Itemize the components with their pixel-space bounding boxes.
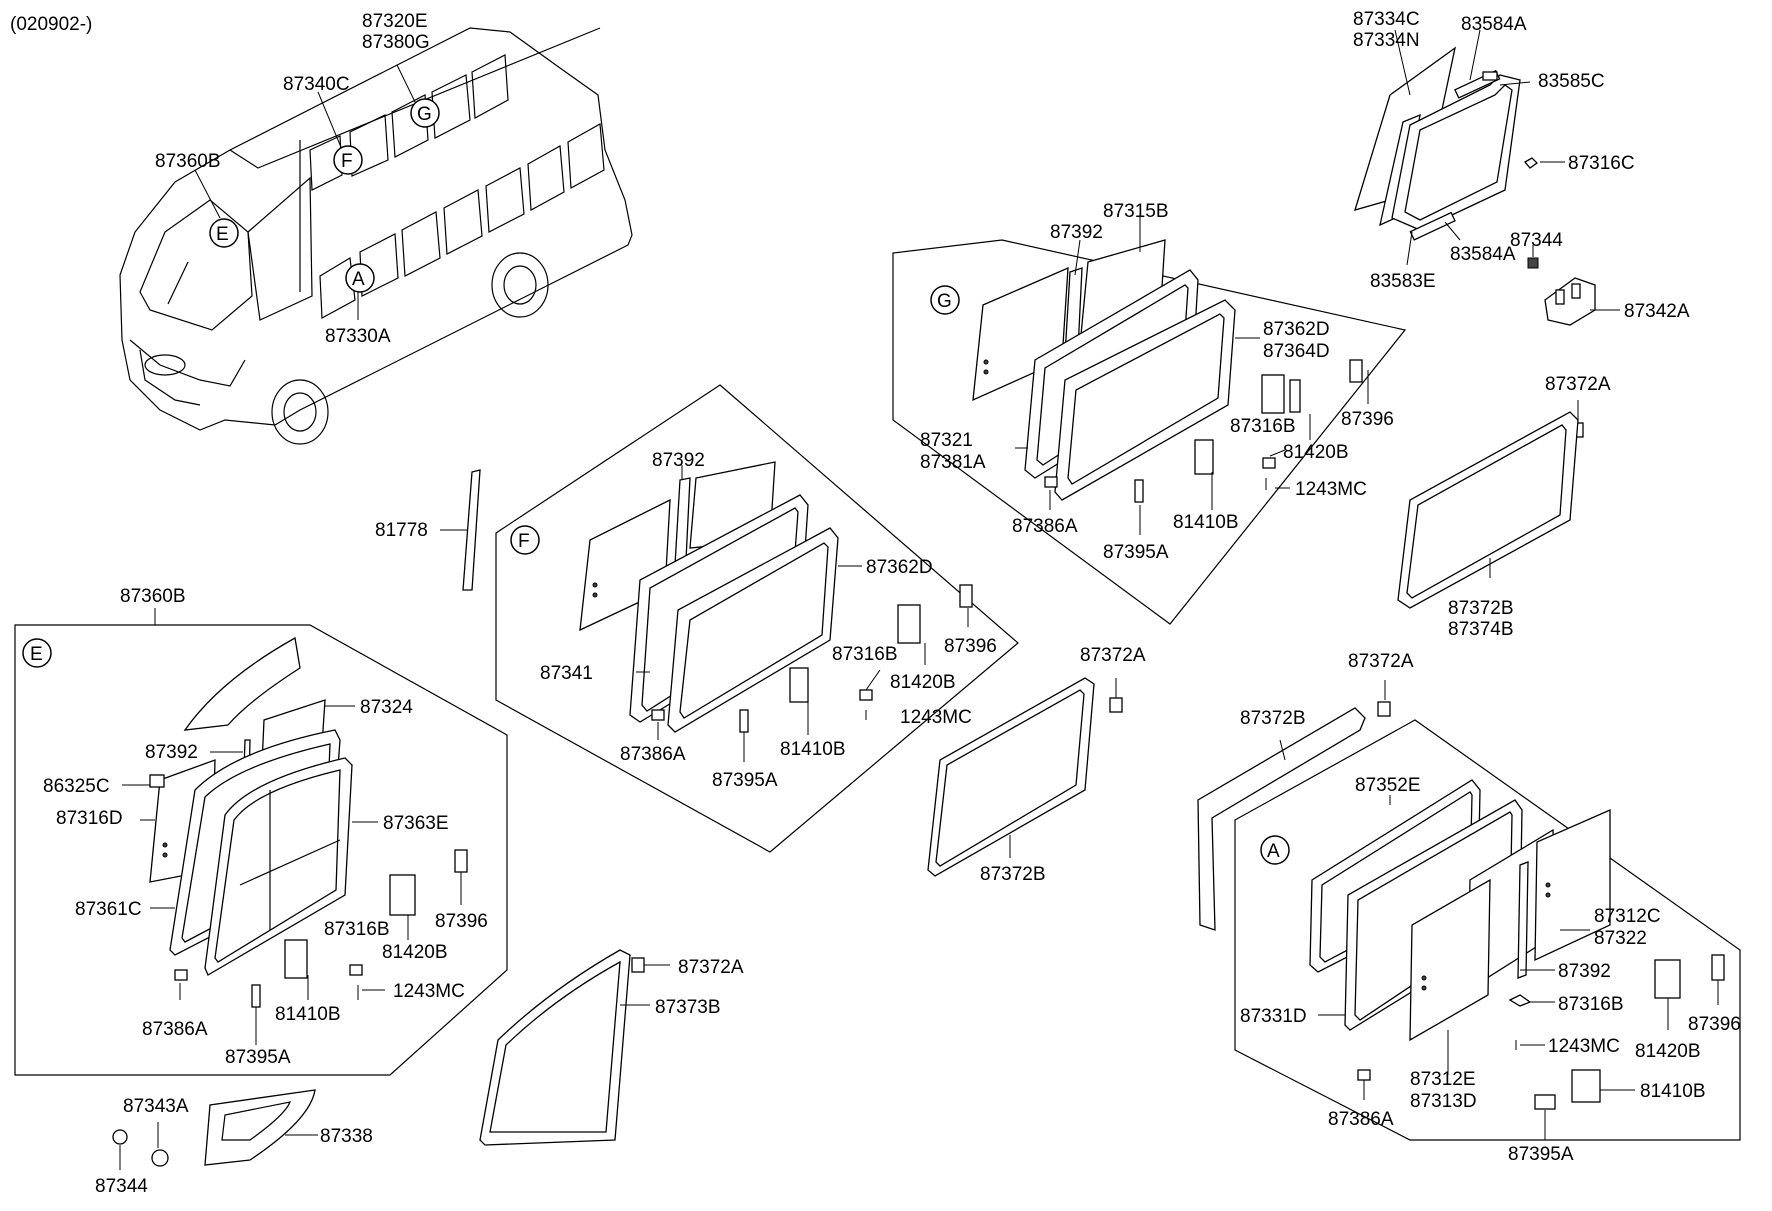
label-87322: 87322 bbox=[1594, 928, 1647, 949]
label-83584A-top: 83584A bbox=[1461, 14, 1527, 35]
label-87386A-e: 87386A bbox=[142, 1019, 208, 1040]
label-87316D: 87316D bbox=[56, 808, 123, 829]
label-87392-f: 87392 bbox=[652, 450, 705, 471]
label-87321: 87321 bbox=[920, 430, 973, 451]
label-87343A: 87343A bbox=[123, 1096, 189, 1117]
group-e-callout: E bbox=[30, 644, 43, 665]
van-callout-f: F bbox=[341, 151, 353, 172]
label-87396-e: 87396 bbox=[435, 911, 488, 932]
label-87334C: 87334C bbox=[1353, 9, 1420, 30]
label-87352E: 87352E bbox=[1355, 775, 1421, 796]
label-87312C: 87312C bbox=[1594, 906, 1661, 927]
label-87330A: 87330A bbox=[325, 326, 391, 347]
label-87344-top: 87344 bbox=[1510, 230, 1563, 251]
group-g bbox=[892, 213, 1407, 625]
label-87386A-a: 87386A bbox=[1328, 1109, 1394, 1130]
label-87340C: 87340C bbox=[283, 74, 350, 95]
label-87395A-a: 87395A bbox=[1508, 1144, 1574, 1165]
label-87342A: 87342A bbox=[1624, 301, 1690, 322]
label-1243MC-f: 1243MC bbox=[900, 707, 972, 728]
label-87392-e: 87392 bbox=[145, 742, 198, 763]
label-87381A: 87381A bbox=[920, 452, 986, 473]
label-87372B-right: 87372B bbox=[1448, 598, 1514, 619]
label-81420B-f: 81420B bbox=[890, 672, 956, 693]
label-87362D-g: 87362D bbox=[1263, 319, 1330, 340]
group-a-callout: A bbox=[1267, 841, 1280, 862]
label-1243MC-g: 1243MC bbox=[1295, 479, 1367, 500]
label-81410B-e: 81410B bbox=[275, 1004, 341, 1025]
van-callout-g: G bbox=[417, 104, 432, 125]
label-81420B-a: 81420B bbox=[1635, 1041, 1701, 1062]
label-87392-a: 87392 bbox=[1558, 961, 1611, 982]
label-86325C: 86325C bbox=[43, 776, 110, 797]
label-87372A-right: 87372A bbox=[1545, 374, 1611, 395]
label-87362D-f: 87362D bbox=[866, 557, 933, 578]
label-87386A-g: 87386A bbox=[1012, 516, 1078, 537]
label-87395A-e: 87395A bbox=[225, 1047, 291, 1068]
label-87386A-f: 87386A bbox=[620, 744, 686, 765]
label-83584A-bottom: 83584A bbox=[1450, 244, 1516, 265]
label-87320E: 87320E bbox=[362, 11, 428, 32]
label-81778: 81778 bbox=[375, 520, 428, 541]
label-87364D: 87364D bbox=[1263, 341, 1330, 362]
van-callout-e: E bbox=[216, 224, 229, 245]
label-87372B-mid: 87372B bbox=[980, 864, 1046, 885]
label-1243MC-e: 1243MC bbox=[393, 981, 465, 1002]
label-87392-g: 87392 bbox=[1050, 222, 1103, 243]
label-81410B-a: 81410B bbox=[1640, 1081, 1706, 1102]
label-87334N: 87334N bbox=[1353, 30, 1420, 51]
label-87372B-a: 87372B bbox=[1240, 708, 1306, 729]
label-1243MC-a: 1243MC bbox=[1548, 1036, 1620, 1057]
label-87372A-a: 87372A bbox=[1348, 651, 1414, 672]
label-87374B: 87374B bbox=[1448, 619, 1514, 640]
label-87361C: 87361C bbox=[75, 899, 142, 920]
label-87363E: 87363E bbox=[383, 813, 449, 834]
label-87372A-lower: 87372A bbox=[678, 957, 744, 978]
label-87341: 87341 bbox=[540, 663, 593, 684]
label-87395A-g: 87395A bbox=[1103, 542, 1169, 563]
top-right-parts bbox=[1354, 29, 1620, 609]
date-code: (020902-) bbox=[10, 14, 92, 35]
label-87316B-e: 87316B bbox=[324, 919, 390, 940]
group-a bbox=[1197, 680, 1741, 1141]
label-87316B-g: 87316B bbox=[1230, 416, 1296, 437]
label-81410B-f: 81410B bbox=[780, 739, 846, 760]
label-87360B: 87360B bbox=[155, 151, 221, 172]
label-83583E: 83583E bbox=[1370, 271, 1436, 292]
label-83585C: 83585C bbox=[1538, 71, 1605, 92]
label-87313D: 87313D bbox=[1410, 1091, 1477, 1112]
label-87344-bottom: 87344 bbox=[95, 1176, 148, 1197]
label-87395A-f: 87395A bbox=[712, 770, 778, 791]
group-e bbox=[14, 608, 508, 1076]
label-87396-g: 87396 bbox=[1341, 409, 1394, 430]
label-87373B: 87373B bbox=[655, 997, 721, 1018]
label-87316B-a: 87316B bbox=[1558, 994, 1624, 1015]
van-callout-a: A bbox=[352, 269, 365, 290]
label-87372A-mid: 87372A bbox=[1080, 645, 1146, 666]
label-87396-f: 87396 bbox=[944, 636, 997, 657]
label-87316C: 87316C bbox=[1568, 153, 1635, 174]
label-81420B-g: 81420B bbox=[1283, 442, 1349, 463]
label-87331D: 87331D bbox=[1240, 1006, 1307, 1027]
label-87360B-e: 87360B bbox=[120, 586, 186, 607]
group-f-callout: F bbox=[518, 531, 530, 552]
group-g-callout: G bbox=[937, 291, 952, 312]
label-87396-a: 87396 bbox=[1688, 1014, 1741, 1035]
label-87324: 87324 bbox=[360, 697, 413, 718]
label-87315B: 87315B bbox=[1103, 201, 1169, 222]
middle-parts bbox=[112, 677, 1123, 1170]
label-87338: 87338 bbox=[320, 1126, 373, 1147]
van-illustration bbox=[119, 27, 633, 445]
group-f bbox=[440, 384, 1019, 853]
label-81410B-g: 81410B bbox=[1173, 512, 1239, 533]
label-87380G: 87380G bbox=[362, 32, 430, 53]
label-81420B-e: 81420B bbox=[382, 942, 448, 963]
label-87316B-f: 87316B bbox=[832, 644, 898, 665]
label-87312E: 87312E bbox=[1410, 1069, 1476, 1090]
